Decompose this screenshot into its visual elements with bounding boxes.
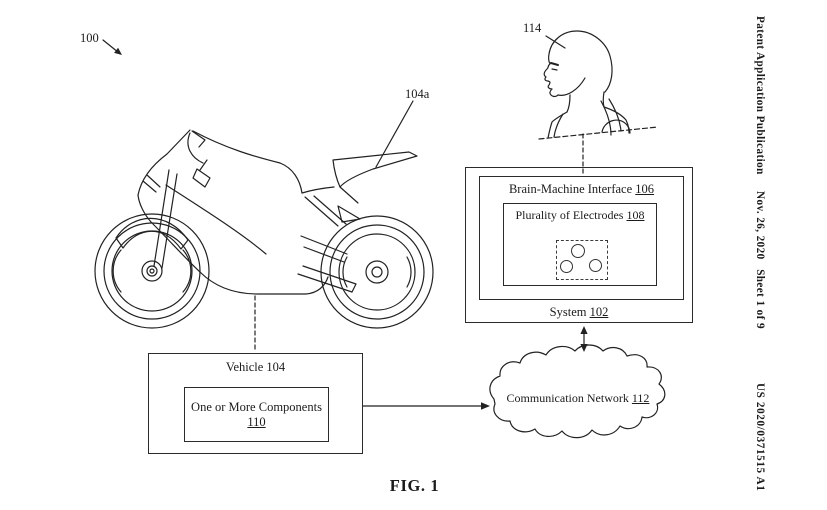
ref-100-label: 100 (80, 31, 99, 45)
bmi-label: Brain-Machine Interface (508, 182, 633, 196)
electrodes-box: Plurality of Electrodes 108 (503, 203, 657, 286)
header-publication: Patent Application Publication (754, 16, 766, 175)
components-box: One or More Components 110 (184, 387, 329, 442)
network-label: Communication Network (506, 391, 629, 405)
leader-line-104a (375, 100, 414, 168)
ref-104a-label: 104a (405, 87, 430, 101)
header-doc-number: US 2020/0371515 A1 (754, 383, 766, 492)
connector-system-network-double-arrow (580, 326, 588, 352)
connector-vehicle-to-network-arrow (362, 402, 490, 410)
bust-ground-dashed-line (538, 126, 659, 140)
electrodes-ref: 108 (626, 208, 645, 222)
electrodes-label: Plurality of Electrodes (515, 208, 624, 222)
system-ref: 102 (589, 305, 609, 319)
header-date-sheet: Nov. 26, 2020 Sheet 1 of 9 (754, 191, 766, 329)
electrode-circle (589, 259, 602, 272)
network-ref: 112 (631, 391, 650, 405)
electrode-circle (571, 244, 585, 258)
vehicle-box: Vehicle 104 (148, 353, 363, 454)
system-label: System (549, 305, 587, 319)
vehicle-box-title: Vehicle 104 (225, 360, 286, 374)
electrode-circle (560, 260, 573, 273)
network-cloud-shape (489, 344, 666, 439)
electrodes-title: Plurality of Electrodes 108 (504, 208, 656, 223)
leader-line-114 (545, 35, 566, 49)
components-ref: 110 (247, 414, 266, 429)
electrode-cluster-box (556, 240, 608, 280)
bmi-ref: 106 (635, 182, 655, 196)
figure-caption: FIG. 1 (389, 476, 440, 495)
motorcycle-illustration (94, 129, 434, 329)
system-box (465, 167, 693, 323)
network-title: Communication Network 112 (478, 391, 678, 406)
components-label: One or More Components (191, 400, 322, 415)
bmi-box: Brain-Machine Interface 106 (479, 176, 684, 300)
rider-head-illustration (543, 30, 631, 139)
ref-114-label: 114 (523, 21, 542, 35)
bmi-title: Brain-Machine Interface 106 (480, 182, 683, 196)
overall-ref-arrow (102, 39, 122, 55)
system-title: System 102 (465, 305, 693, 319)
